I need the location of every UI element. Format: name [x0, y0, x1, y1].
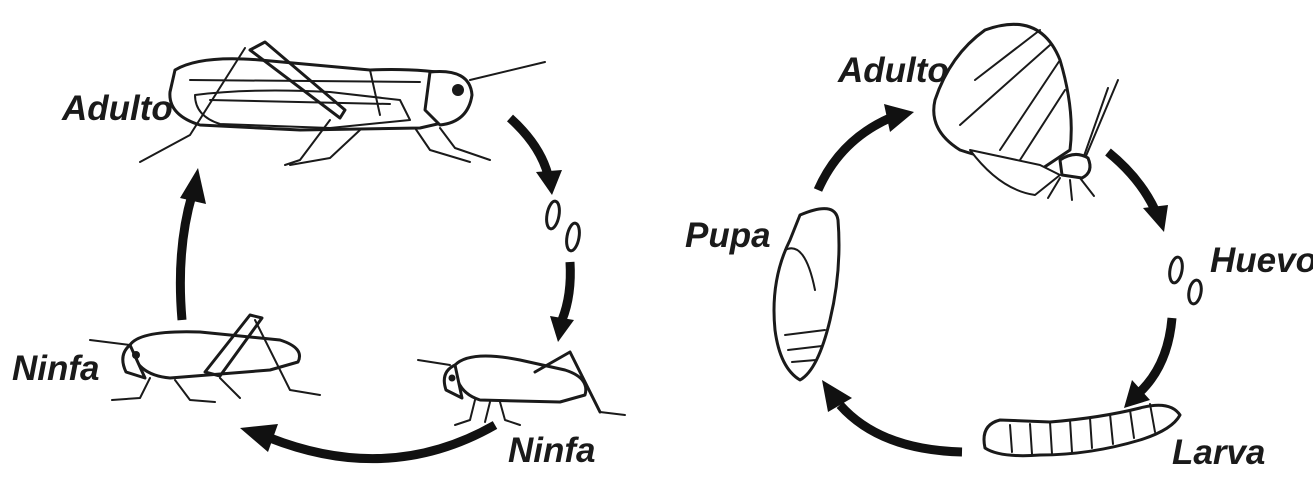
nymph-left-illustration	[90, 315, 320, 402]
butterfly-adult-label: Adulto	[837, 51, 949, 90]
larva-illustration	[984, 404, 1180, 456]
arrow-butterfly-adult-to-egg	[1108, 152, 1168, 232]
grasshopper-nymph-left-label: Ninfa	[12, 349, 100, 388]
grasshopper-nymph-right-label: Ninfa	[508, 431, 596, 470]
grasshopper-cycle: Adulto Ninfa	[12, 42, 625, 470]
arrow-eggs-to-nymph	[550, 262, 574, 342]
arrow-nymph-to-adult	[180, 168, 206, 320]
grasshopper-eggs-illustration	[545, 200, 582, 252]
butterfly-pupa-label: Pupa	[685, 216, 771, 255]
nymph-right-illustration	[418, 352, 625, 425]
arrow-adult-to-eggs	[510, 118, 562, 195]
grasshopper-adult-label: Adulto	[61, 89, 173, 128]
butterfly-larva-label: Larva	[1172, 433, 1265, 472]
arrow-larva-to-pupa	[822, 380, 962, 452]
butterfly-egg-label: Huevo	[1210, 241, 1313, 280]
adult-grasshopper-illustration	[140, 42, 545, 165]
pupa-illustration	[774, 209, 839, 380]
butterfly-eggs-illustration	[1168, 256, 1203, 305]
arrow-egg-to-larva	[1124, 318, 1172, 408]
adult-butterfly-illustration	[934, 24, 1118, 200]
butterfly-cycle: Adulto Huevo Larva	[685, 24, 1313, 472]
arrow-nymph-to-nymph	[240, 424, 495, 459]
arrow-pupa-to-adult	[818, 104, 914, 190]
